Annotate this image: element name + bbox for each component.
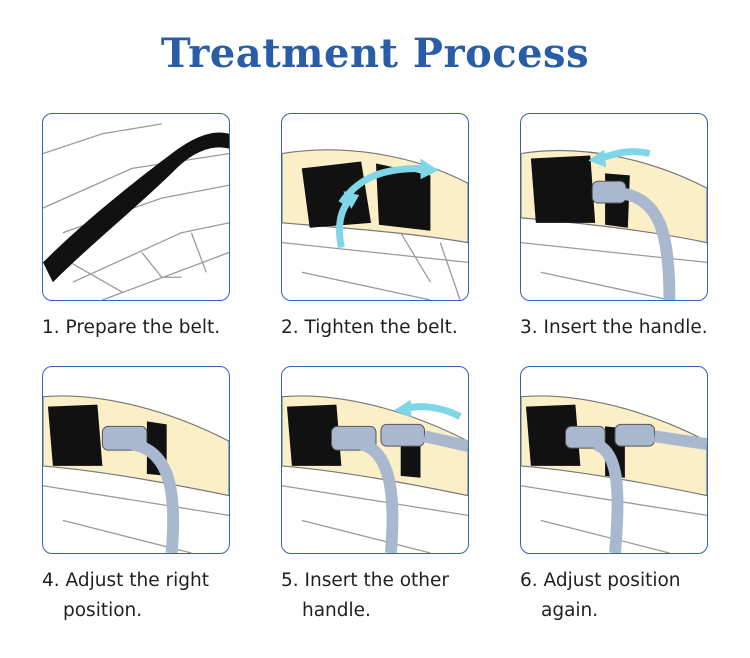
step-4-caption-line1: 4. Adjust the right [42,570,209,591]
step-4-illustration [42,366,230,554]
step-2-illustration [281,113,469,301]
tighten-belt-illustration [282,149,468,300]
insert-handle-illustration [521,148,707,300]
step-1-caption: 1. Prepare the belt. [42,313,270,343]
step-3: 3. Insert the handle. [520,113,748,343]
step-6-caption-line2: again. [541,600,599,621]
step-4: 4. Adjust the right position. [42,366,270,626]
belt-on-bed-illustration [43,123,229,300]
step-3-illustration [520,113,708,301]
step-4-caption: 4. Adjust the right position. [42,566,270,626]
page-title: Treatment Process [160,30,590,77]
step-3-caption-line1: 3. Insert the handle. [520,317,708,338]
step-5-illustration [281,366,469,554]
step-5-caption-line2: handle. [302,600,371,621]
adjust-right-position-illustration [43,395,229,553]
step-6-caption: 6. Adjust position again. [520,566,748,626]
step-1-illustration [42,113,230,301]
step-2-caption: 2. Tighten the belt. [281,313,509,343]
step-6-caption-line1: 6. Adjust position [520,570,681,591]
step-2: 2. Tighten the belt. [281,113,509,343]
step-5-caption-line1: 5. Insert the other [281,570,449,591]
step-6: 6. Adjust position again. [520,366,748,626]
step-2-caption-line1: 2. Tighten the belt. [281,317,458,338]
step-5-caption: 5. Insert the other handle. [281,566,509,626]
step-3-caption: 3. Insert the handle. [520,313,748,343]
step-6-illustration [520,366,708,554]
step-4-caption-line2: position. [63,600,143,621]
step-1-caption-line1: 1. Prepare the belt. [42,317,221,338]
insert-other-handle-illustration [282,395,468,553]
step-1: 1. Prepare the belt. [42,113,270,343]
adjust-position-again-illustration [521,395,707,553]
step-5: 5. Insert the other handle. [281,366,509,626]
